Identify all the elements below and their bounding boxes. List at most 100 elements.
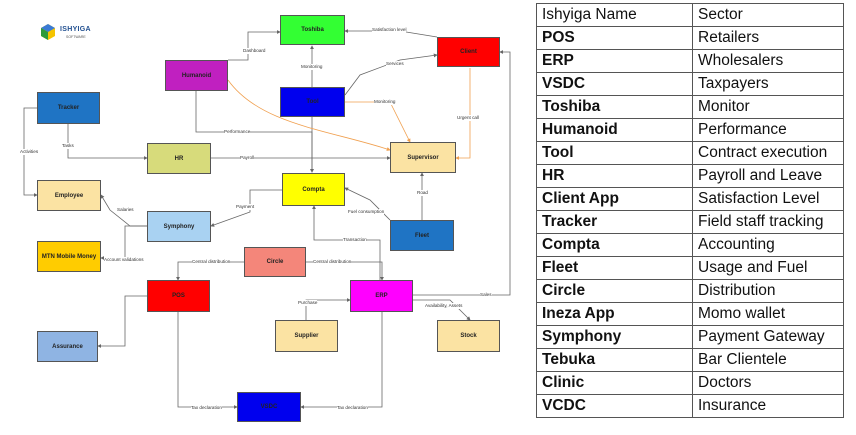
edge-humanoid-supervisor (227, 79, 391, 151)
cell-sector: Accounting (692, 233, 844, 257)
cell-sector: Bar Clientele (692, 348, 844, 372)
node-label: Supplier (294, 333, 319, 339)
node-supplier: Supplier (275, 320, 338, 352)
node-hr: HR (147, 143, 211, 174)
cell-sector: Wholesalers (692, 49, 844, 73)
node-vsdc: VSDC (237, 392, 301, 422)
edge-erp-client (413, 50, 511, 296)
edge-pos-vsdc (177, 312, 238, 409)
edge-fleet-compta (344, 187, 391, 221)
edge-tool-client (344, 53, 438, 96)
edge-label-satisfaction: Satisfaction level (372, 27, 407, 33)
node-tool: Tool (280, 87, 345, 117)
node-supervisor: Supervisor (390, 142, 456, 173)
header-sector: Sector (692, 3, 844, 27)
cell-sector: Satisfaction Level (692, 187, 844, 211)
ishyiga-logo-icon (41, 24, 55, 40)
edge-client-supervisor (455, 68, 471, 160)
cell-sector: Usage and Fuel (692, 256, 844, 280)
cell-sector: Payroll and Leave (692, 164, 844, 188)
edge-label-sales: Sales (480, 292, 492, 298)
cell-ishyiga-name: VSDC (536, 72, 693, 96)
edge-label-tasks: Tasks (62, 143, 74, 149)
cell-ishyiga-name: ERP (536, 49, 693, 73)
edge-label-payroll: Payroll (240, 155, 255, 161)
node-stock: Stock (437, 320, 500, 352)
edge-label-transaction: Transaction (343, 237, 367, 243)
edge-erp-stock (413, 299, 471, 321)
node-compta: Compta (282, 173, 345, 206)
cell-ishyiga-name: Fleet (536, 256, 693, 280)
node-symphony: Symphony (147, 211, 211, 242)
edge-label-fuel: Fuel consumption (348, 209, 385, 215)
node-label: Circle (266, 259, 284, 265)
cell-ishyiga-name: Toshiba (536, 95, 693, 119)
edge-symphony-mtn (100, 225, 147, 260)
node-erp: ERP (350, 280, 413, 312)
node-label: Supervisor (407, 154, 439, 161)
edge-label-purchase: Purchase (298, 300, 318, 306)
node-label: Tool (306, 99, 319, 105)
node-tracker: Tracker (37, 92, 100, 124)
node-fleet: Fleet (390, 220, 454, 251)
node-toshiba: Toshiba (280, 15, 345, 45)
cell-sector: Doctors (692, 371, 844, 395)
edge-humanoid-toshiba (228, 30, 281, 61)
edge-label-dashboard: Dashboard (243, 48, 266, 54)
node-label: Assurance (52, 343, 83, 350)
cell-sector: Performance (692, 118, 844, 142)
edge-label-urgent: Urgent call (457, 115, 479, 121)
cell-ishyiga-name: Humanoid (536, 118, 693, 142)
cell-ishyiga-name: Clinic (536, 371, 693, 395)
cell-sector: Retailers (692, 26, 844, 50)
edge-pos-assurance (97, 295, 147, 348)
edge-label-activities: Activities (20, 149, 39, 155)
edge-label-account: Account validations (104, 257, 144, 263)
cell-ishyiga-name: Symphony (536, 325, 693, 349)
node-assurance: Assurance (37, 331, 98, 362)
node-label: HR (174, 155, 184, 162)
cell-sector: Taxpayers (692, 72, 844, 96)
node-circle: Circle (244, 247, 306, 277)
edge-label-tax-left: Tax declaration (191, 405, 222, 411)
cell-ishyiga-name: Tebuka (536, 348, 693, 372)
node-label: Tracker (57, 105, 80, 111)
node-client: Client (437, 37, 500, 67)
node-label: Symphony (163, 223, 195, 230)
cell-sector: Insurance (692, 394, 844, 418)
cell-sector: Momo wallet (692, 302, 844, 326)
node-label: ERP (375, 293, 388, 299)
edge-label-central-left: Central distribution (192, 259, 231, 265)
node-label: Toshiba (301, 27, 324, 33)
cell-sector: Monitor (692, 95, 844, 119)
cell-ishyiga-name: Circle (536, 279, 693, 303)
node-employee: Employee (37, 180, 101, 211)
cell-ishyiga-name: HR (536, 164, 693, 188)
cell-ishyiga-name: POS (536, 26, 693, 50)
logo-name: ISHYIGA (60, 26, 91, 33)
edge-label-salaries: Salaries (117, 207, 134, 213)
cell-ishyiga-name: Compta (536, 233, 693, 257)
node-humanoid: Humanoid (165, 60, 228, 91)
edge-label-road: Road (417, 190, 428, 196)
edge-tracker-hr (67, 124, 148, 160)
cell-ishyiga-name: Tracker (536, 210, 693, 234)
table-header-row: Ishyiga Name Sector (536, 3, 844, 27)
node-label: Fleet (414, 232, 429, 239)
edge-label-services: Services (386, 61, 404, 67)
